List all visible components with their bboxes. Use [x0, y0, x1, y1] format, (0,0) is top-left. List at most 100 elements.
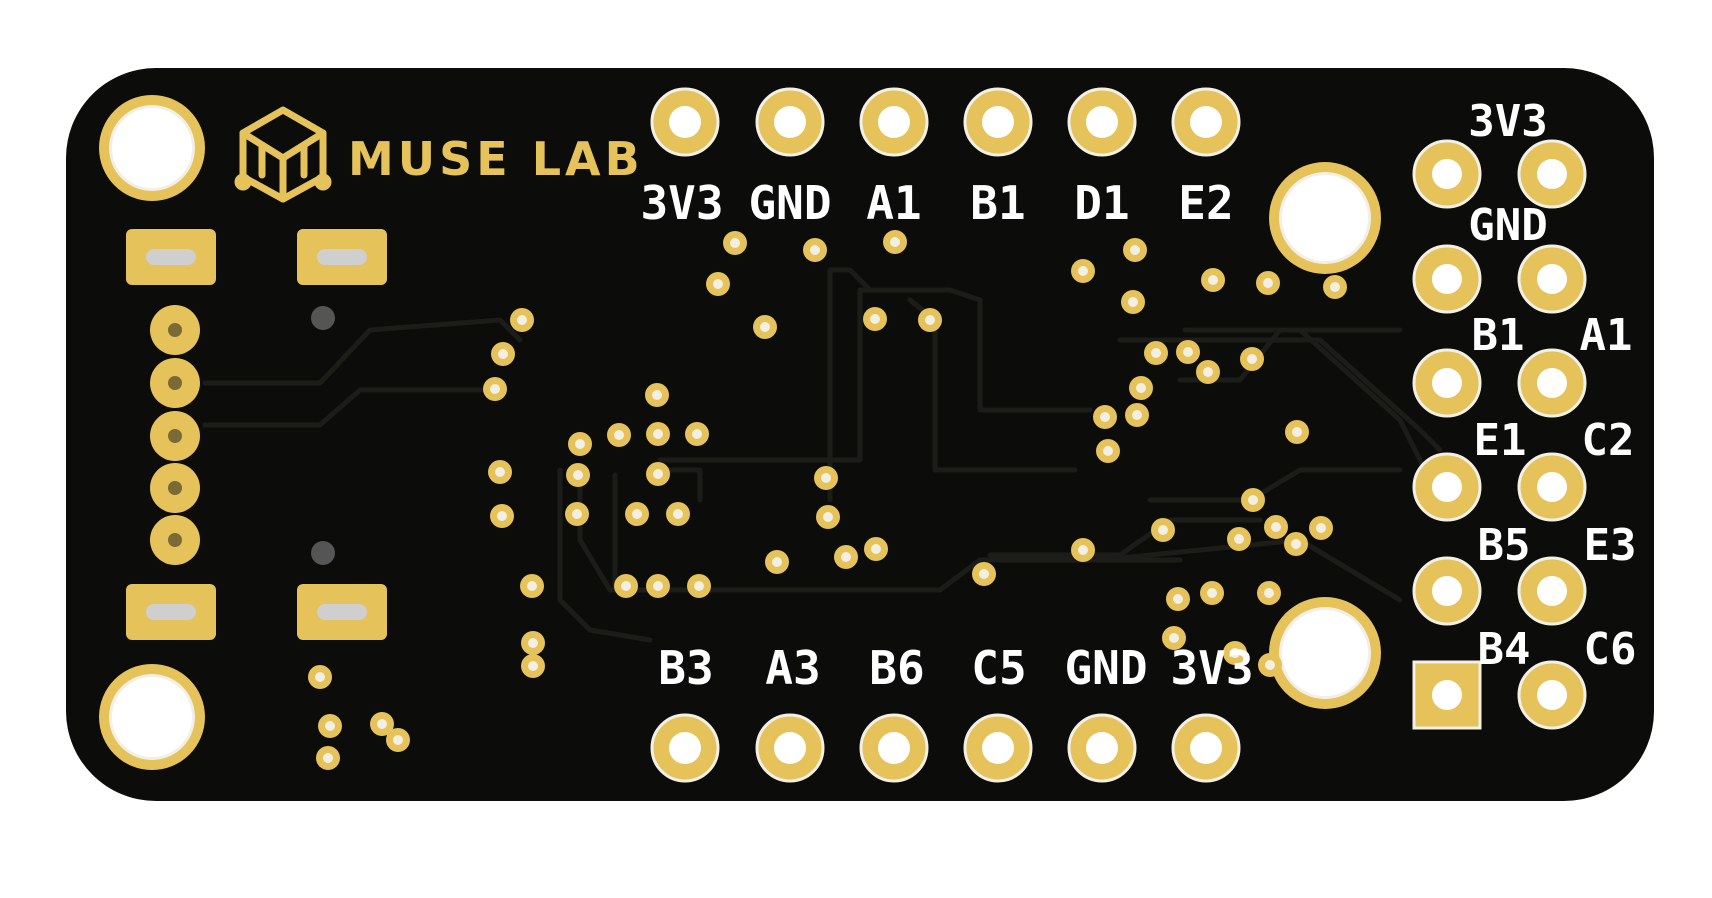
via-icon [1096, 439, 1120, 463]
via-icon [1227, 527, 1251, 551]
via-icon [1201, 268, 1225, 292]
top-label-a1: A1 [866, 176, 921, 230]
right-label-b5: B5 [1478, 520, 1531, 571]
via-icon [972, 562, 996, 586]
via-icon [1309, 516, 1333, 540]
through-hole-pad-icon [1412, 139, 1482, 209]
via-icon [753, 315, 777, 339]
via-icon [1264, 515, 1288, 539]
through-hole-pad-icon [1517, 452, 1587, 522]
top-label-e2: E2 [1178, 176, 1233, 230]
test-point-icon [311, 306, 335, 330]
via-icon [1166, 587, 1190, 611]
top-label-gnd: GND [748, 176, 831, 230]
mounting-hole-icon [99, 664, 205, 770]
via-icon [520, 574, 544, 598]
right-label-e1: E1 [1474, 415, 1527, 466]
bottom-label-a3: A3 [765, 641, 820, 695]
via-icon [316, 746, 340, 770]
via-icon [685, 422, 709, 446]
via-icon [488, 460, 512, 484]
via-icon [1121, 290, 1145, 314]
through-hole-pad-icon [859, 87, 929, 157]
via-icon [614, 574, 638, 598]
via-icon [510, 308, 534, 332]
via-icon [1200, 581, 1224, 605]
through-hole-pad-icon [1171, 713, 1241, 783]
through-hole-pads [150, 87, 1587, 783]
through-hole-pad-icon [150, 305, 200, 355]
smd-pad-icon [126, 229, 216, 285]
smd-pad-icon [297, 229, 387, 285]
via-icon [1144, 341, 1168, 365]
muse-lab-cube-logo-icon [234, 106, 332, 203]
through-hole-pad-icon [150, 515, 200, 565]
via-icon [625, 502, 649, 526]
through-hole-pad-icon [1067, 87, 1137, 157]
via-icon [765, 550, 789, 574]
via-icon [1176, 340, 1200, 364]
through-hole-pad-icon [1412, 452, 1482, 522]
through-hole-pad-icon [755, 713, 825, 783]
through-hole-pad-icon [1412, 244, 1482, 314]
via-icon [1258, 653, 1282, 677]
smd-pad-icon [297, 584, 387, 640]
through-hole-pad-icon [1412, 660, 1482, 730]
via-icon [308, 665, 332, 689]
via-icon [646, 574, 670, 598]
top-label-b1: B1 [970, 176, 1025, 230]
via-icon [863, 307, 887, 331]
through-hole-pad-icon [1517, 139, 1587, 209]
via-icon [318, 714, 342, 738]
via-icon [1093, 405, 1117, 429]
via-icon [607, 423, 631, 447]
through-hole-pad-icon [1517, 660, 1587, 730]
mounting-hole-icon [1269, 597, 1381, 709]
via-icon [1125, 403, 1149, 427]
via-icon [568, 432, 592, 456]
smd-pad-icon [126, 584, 216, 640]
through-hole-pad-icon [150, 463, 200, 513]
via-icon [706, 272, 730, 296]
via-icon [814, 466, 838, 490]
via-icon [1223, 641, 1247, 665]
right-label-c2: C2 [1582, 415, 1635, 466]
via-icon [918, 308, 942, 332]
bottom-label-gnd: GND [1064, 641, 1147, 695]
top-label-d1: D1 [1074, 176, 1129, 230]
through-hole-pad-icon [963, 713, 1033, 783]
through-hole-pad-icon [1412, 556, 1482, 626]
via-icon [1240, 347, 1264, 371]
right-label-c6: C6 [1584, 624, 1637, 675]
via-icon [491, 342, 515, 366]
via-icon [864, 537, 888, 561]
through-hole-pad-icon [1517, 556, 1587, 626]
top-label-3v3: 3V3 [640, 176, 723, 230]
via-icon [1256, 271, 1280, 295]
right-label-b4: B4 [1478, 624, 1531, 675]
via-icon [883, 230, 907, 254]
vias [308, 230, 1347, 770]
via-icon [1071, 538, 1095, 562]
right-label-gnd: GND [1468, 200, 1547, 251]
bottom-label-3v3: 3V3 [1170, 641, 1253, 695]
via-icon [646, 462, 670, 486]
via-icon [1123, 238, 1147, 262]
mounting-hole-icon [99, 95, 205, 201]
via-icon [1257, 581, 1281, 605]
via-icon [1196, 360, 1220, 384]
via-icon [816, 505, 840, 529]
brand-text: MUSE LAB [348, 132, 644, 186]
via-icon [521, 654, 545, 678]
through-hole-pad-icon [755, 87, 825, 157]
right-label-a1: A1 [1580, 310, 1633, 361]
via-icon [723, 231, 747, 255]
through-hole-pad-icon [859, 713, 929, 783]
through-hole-pad-icon [150, 358, 200, 408]
right-label-b1: B1 [1472, 310, 1525, 361]
through-hole-pad-icon [1517, 348, 1587, 418]
via-icon [646, 422, 670, 446]
via-icon [1285, 420, 1309, 444]
bottom-label-b6: B6 [869, 641, 924, 695]
